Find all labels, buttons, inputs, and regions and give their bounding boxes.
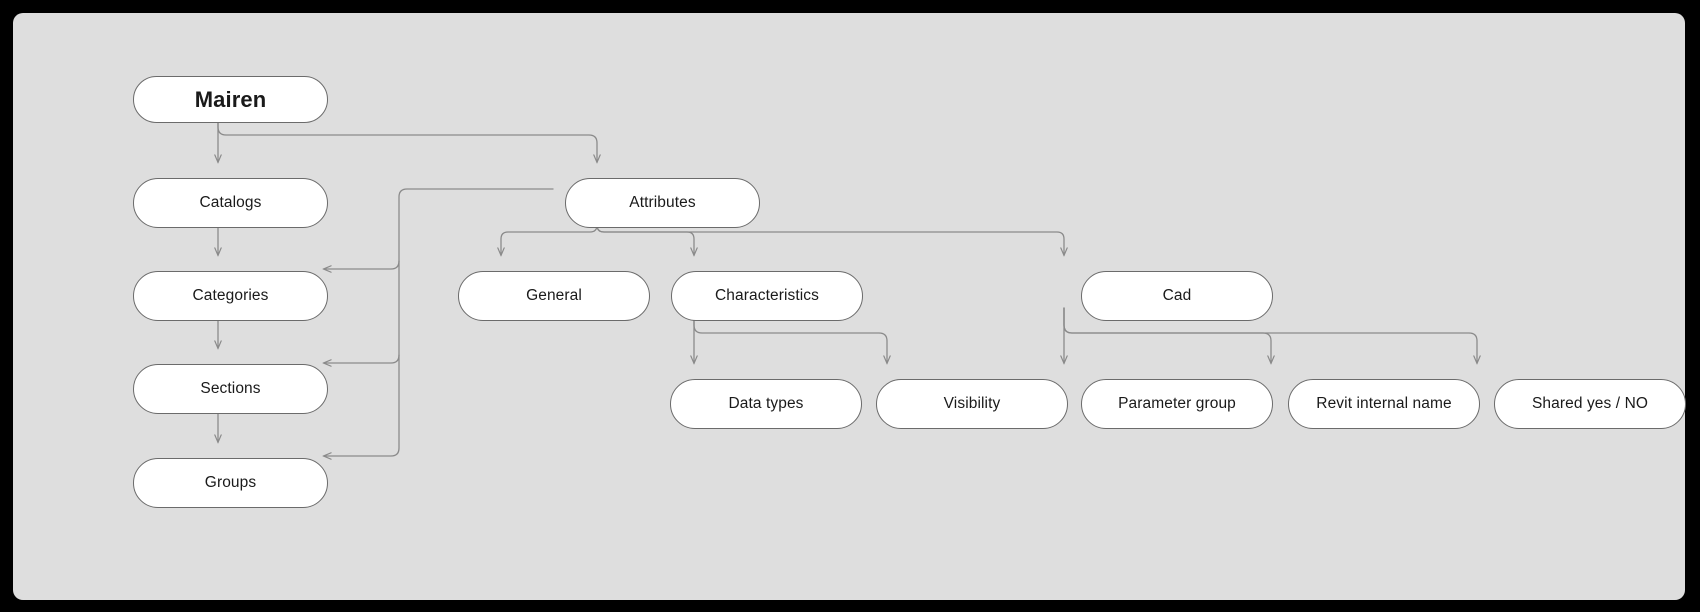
edge-attributes-groups (324, 354, 400, 456)
node-visibility[interactable]: Visibility (876, 379, 1068, 429)
node-parameter-group[interactable]: Parameter group (1081, 379, 1273, 429)
node-cad[interactable]: Cad (1081, 271, 1273, 321)
node-shared-yes-no[interactable]: Shared yes / NO (1494, 379, 1686, 429)
node-categories[interactable]: Categories (133, 271, 328, 321)
node-data-types[interactable]: Data types (670, 379, 862, 429)
node-characteristics[interactable]: Characteristics (671, 271, 863, 321)
node-catalogs[interactable]: Catalogs (133, 178, 328, 228)
node-groups[interactable]: Groups (133, 458, 328, 508)
node-sections[interactable]: Sections (133, 364, 328, 414)
node-revit-internal-name[interactable]: Revit internal name (1288, 379, 1480, 429)
edge-attributes-sections (324, 260, 400, 363)
node-mairen[interactable]: Mairen (133, 76, 328, 123)
node-attributes[interactable]: Attributes (565, 178, 760, 228)
node-general[interactable]: General (458, 271, 650, 321)
edge-attributes-categories (324, 188, 554, 269)
diagram-canvas: Mairen Catalogs Attributes Categories Ge… (13, 13, 1686, 600)
